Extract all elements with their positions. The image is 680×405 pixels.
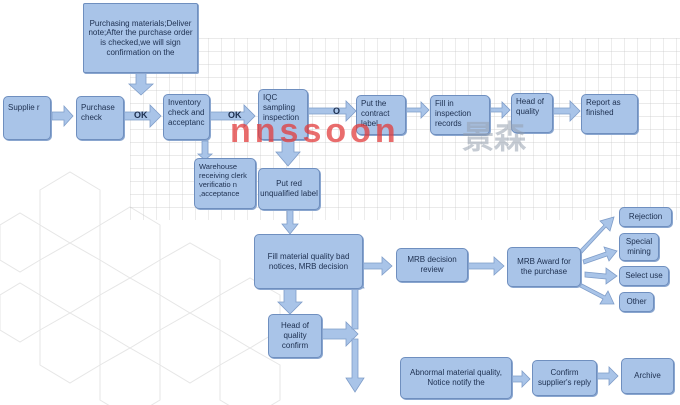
other-label: Other: [626, 297, 647, 307]
fill-quality-notices-box: Fill material quality bad notices, MRB d…: [254, 234, 363, 289]
head-of-quality-box: Head of quality: [511, 93, 553, 133]
report-finished-box: Report as finished: [581, 94, 638, 134]
purchase-check-label: Purchase check: [81, 103, 115, 122]
connector-arrows: [51, 71, 619, 393]
inventory-check-box: Inventory check and acceptanc: [163, 94, 210, 140]
mrb-decision-review-box: MRB decision review: [396, 248, 468, 282]
purchasing-materials-label: Purchasing materials;Deliver note;After …: [88, 18, 193, 57]
put-red-label-box: Put red unqualified label: [258, 168, 320, 210]
supplier-label: Supplie r: [8, 103, 40, 112]
o-label: O: [333, 106, 341, 116]
mrb-award-label: MRB Award for the purchase: [517, 257, 571, 276]
mrb-award-box: MRB Award for the purchase: [507, 247, 581, 287]
head-of-quality-confirm-label: Head of quality confirm: [280, 321, 310, 350]
purchasing-materials-box: Purchasing materials;Deliver note;After …: [83, 3, 198, 73]
mrb-decision-review-label: MRB decision review: [407, 255, 457, 274]
fill-inspection-records-box: Fill in inspection records: [430, 95, 490, 135]
report-finished-label: Report as finished: [586, 98, 621, 117]
fill-quality-notices-label: Fill material quality bad notices, MRB d…: [267, 251, 350, 271]
head-of-quality-confirm-box: Head of quality confirm: [268, 314, 322, 358]
put-contract-label-box: Put the contract label: [356, 95, 406, 135]
warehouse-receiving-box: Warehouse receiving clerk verificatio n …: [194, 158, 256, 209]
iqc-inspection-label: IQC sampling inspection: [263, 93, 300, 122]
warehouse-receiving-label: Warehouse receiving clerk verificatio n …: [199, 162, 247, 199]
iqc-inspection-box: IQC sampling inspection: [258, 89, 308, 140]
put-red-label-text: Put red unqualified label: [260, 179, 318, 198]
ok-label-1: OK: [134, 110, 148, 120]
purchase-check-box: Purchase check: [76, 96, 124, 140]
watermark-latin: nnssoon: [230, 112, 400, 150]
rejection-label: Rejection: [628, 212, 663, 222]
select-use-box: Select use: [619, 266, 669, 286]
ok-label-2: OK: [228, 110, 242, 120]
supplier-box: Supplie r: [3, 96, 51, 140]
fill-inspection-records-label: Fill in inspection records: [435, 99, 472, 128]
select-use-label: Select use: [625, 271, 663, 281]
special-mining-box: Special mining: [619, 233, 659, 261]
confirm-supplier-reply-box: Confirm supplier's reply: [532, 360, 597, 396]
head-of-quality-label: Head of quality: [516, 97, 545, 116]
archive-label: Archive: [634, 371, 661, 381]
archive-box: Archive: [621, 358, 674, 394]
special-mining-label: Special mining: [625, 237, 653, 256]
watermark-chinese: 景森: [462, 119, 527, 155]
confirm-supplier-reply-label: Confirm supplier's reply: [537, 368, 592, 387]
inventory-check-label: Inventory check and acceptanc: [168, 98, 205, 127]
other-box: Other: [619, 292, 654, 312]
abnormal-notice-box: Abnormal material quality, Notice notify…: [400, 357, 512, 399]
put-contract-label-text: Put the contract label: [361, 99, 390, 128]
rejection-box: Rejection: [619, 207, 672, 227]
abnormal-notice-label: Abnormal material quality, Notice notify…: [410, 368, 502, 387]
